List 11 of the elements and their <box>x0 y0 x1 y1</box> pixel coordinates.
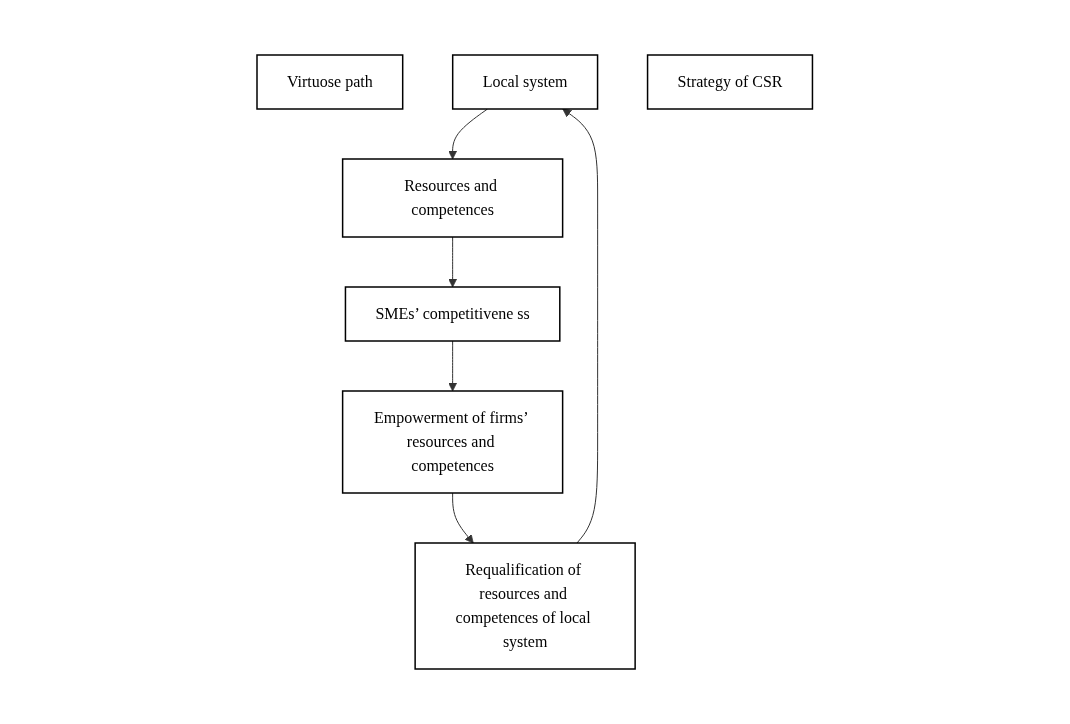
node-box: Empowerment of firms’ resources and competences <box>342 390 564 494</box>
arrow <box>452 492 474 544</box>
node-box: Requalification of resources and competences of local system <box>414 542 637 670</box>
node-box: SMEs’ competitivene ss <box>344 286 561 342</box>
arrow <box>562 108 599 544</box>
node-box: Strategy of CSR <box>647 54 814 110</box>
arrow <box>448 236 458 288</box>
node-box: Resources and competences <box>342 158 564 238</box>
node-box: Virtuose path <box>256 54 404 110</box>
node-box: Local system <box>452 54 599 110</box>
arrow <box>448 340 458 392</box>
